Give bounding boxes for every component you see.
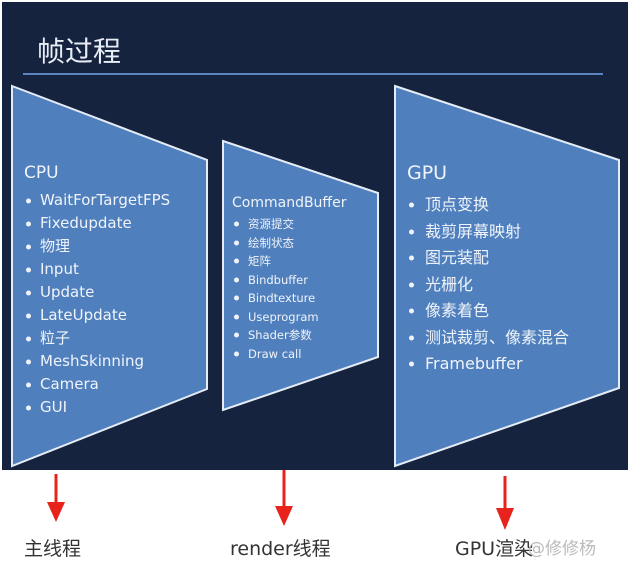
arrow-main-thread [47, 474, 65, 522]
cpu-item: Update [24, 281, 170, 304]
slide-title: 帧过程 [37, 35, 122, 68]
cpu-item: LateUpdate [24, 304, 170, 327]
commandbuffer-item: Bindtexture [232, 289, 346, 308]
arrow-gpu-render [496, 476, 514, 530]
main-thread-label: 主线程 [24, 538, 82, 560]
gpu-render-label: GPU渲染 [455, 538, 534, 560]
cpu-heading: CPU [24, 163, 59, 183]
commandbuffer-item: 绘制状态 [232, 234, 346, 253]
commandbuffer-item: Shader参数 [232, 326, 346, 345]
gpu-item: 顶点变换 [407, 192, 569, 219]
title-divider [23, 73, 603, 75]
gpu-item: 图元装配 [407, 245, 569, 272]
commandbuffer-item: 矩阵 [232, 252, 346, 271]
commandbuffer-heading: CommandBuffer [232, 195, 347, 211]
gpu-item: 测试裁剪、像素混合 [407, 325, 569, 352]
watermark: @修修杨 [528, 539, 596, 559]
cpu-item: GUI [24, 396, 170, 419]
cpu-item: Input [24, 258, 170, 281]
cpu-item: MeshSkinning [24, 350, 170, 373]
gpu-item: Framebuffer [407, 351, 569, 378]
commandbuffer-box: CommandBuffer 资源提交 绘制状态 矩阵 Bindbuffer Bi… [232, 195, 346, 363]
gpu-item: 光栅化 [407, 272, 569, 299]
commandbuffer-item: Draw call [232, 345, 346, 364]
cpu-item: WaitForTargetFPS [24, 189, 170, 212]
arrow-render-thread [275, 470, 293, 526]
cpu-item: Fixedupdate [24, 212, 170, 235]
cpu-item: Camera [24, 373, 170, 396]
render-thread-label: render线程 [230, 538, 331, 560]
gpu-item: 像素着色 [407, 298, 569, 325]
cpu-box: CPU WaitForTargetFPS Fixedupdate 物理 Inpu… [24, 163, 170, 419]
commandbuffer-item: Useprogram [232, 308, 346, 327]
gpu-box: GPU 顶点变换 裁剪屏幕映射 图元装配 光栅化 像素着色 测试裁剪、像素混合 … [407, 162, 569, 378]
cpu-item: 粒子 [24, 327, 170, 350]
gpu-item: 裁剪屏幕映射 [407, 219, 569, 246]
commandbuffer-item: Bindbuffer [232, 271, 346, 290]
cpu-item: 物理 [24, 235, 170, 258]
commandbuffer-item: 资源提交 [232, 215, 346, 234]
gpu-heading: GPU [407, 162, 448, 184]
